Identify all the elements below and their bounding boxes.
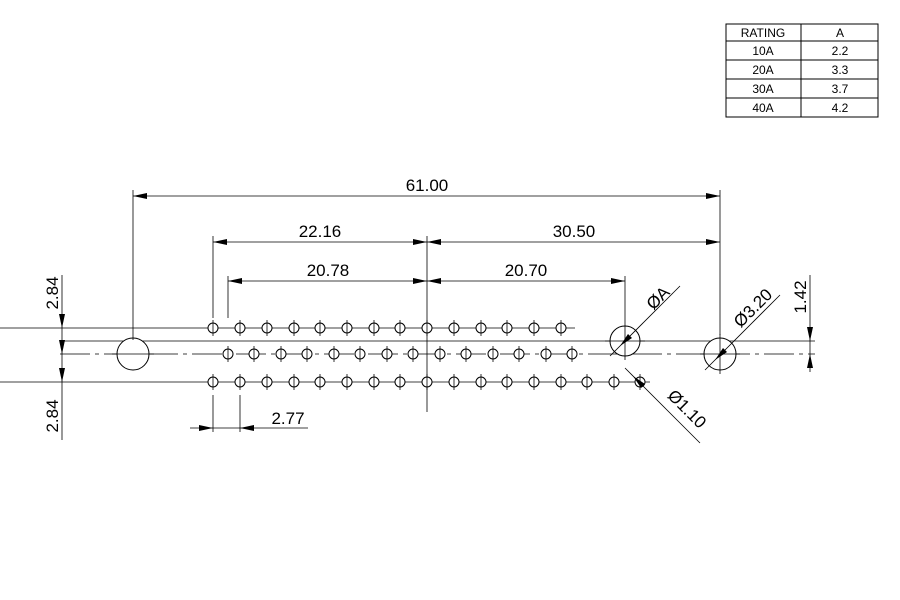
table-cell: 3.3 [832, 63, 849, 77]
table-header-rating: RATING [741, 26, 785, 40]
dimension-lines [59, 190, 813, 444]
pin-holes [207, 320, 646, 390]
dimension-labels: 61.00 22.16 30.50 20.78 20.70 2.77 2.84 … [43, 176, 810, 433]
dim-20-78: 20.78 [307, 261, 350, 280]
table-cell: 30A [752, 82, 773, 96]
dim-22-16: 22.16 [299, 222, 342, 241]
dim-hole-a: ØA [643, 282, 674, 313]
dim-overall-61: 61.00 [406, 176, 449, 195]
dim-2-77: 2.77 [271, 409, 304, 428]
table-cell: 20A [752, 63, 773, 77]
table-cell: 4.2 [832, 101, 849, 115]
center-lines [0, 236, 815, 412]
table-cell: 40A [752, 101, 773, 115]
table-cell: 2.2 [832, 44, 849, 58]
dim-1-42: 1.42 [791, 280, 810, 313]
dim-2-84-bottom: 2.84 [43, 399, 62, 432]
table-cell: 10A [752, 44, 773, 58]
table-cell: 3.7 [832, 82, 849, 96]
table-header-a: A [836, 26, 844, 40]
dim-20-70: 20.70 [505, 261, 548, 280]
rating-table: RATING A 10A 2.2 20A 3.3 30A 3.7 40A 4.2 [725, 23, 879, 118]
dim-pin-hole: Ø1.10 [664, 386, 710, 432]
dim-mount-hole: Ø3.20 [730, 285, 776, 331]
dim-2-84-top: 2.84 [43, 276, 62, 309]
dim-30-50: 30.50 [553, 222, 596, 241]
